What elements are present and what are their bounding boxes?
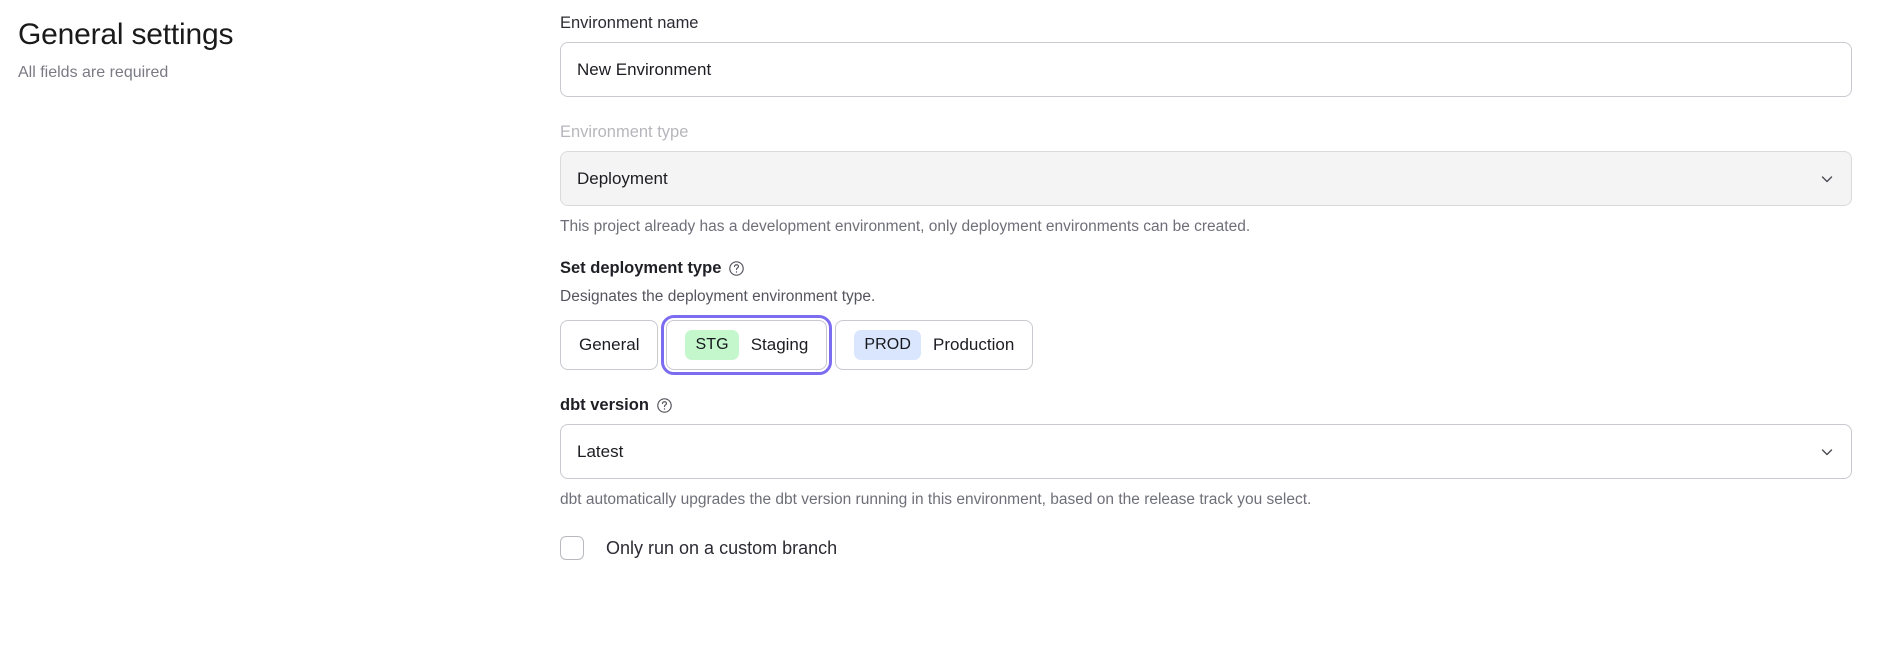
question-mark-circle-icon[interactable]: [728, 260, 745, 277]
chevron-down-icon: [1819, 444, 1835, 460]
environment-type-helper: This project already has a development e…: [560, 218, 1251, 235]
settings-header: General settings All fields are required: [18, 16, 518, 84]
deployment-type-description: Designates the deployment environment ty…: [560, 288, 876, 305]
page-title: General settings: [18, 18, 234, 51]
prod-badge: PROD: [854, 330, 921, 360]
settings-form: Environment name New Environment Environ…: [560, 12, 1852, 560]
environment-name-input[interactable]: New Environment: [560, 42, 1852, 97]
deployment-type-option-general-label: General: [579, 335, 640, 354]
deployment-type-options: General STG Staging PROD Production: [560, 315, 1852, 375]
field-deployment-type: Set deployment type Designates the deplo…: [560, 257, 1852, 375]
field-environment-type: Environment type Deployment This project…: [560, 121, 1852, 237]
environment-type-label: Environment type: [560, 123, 689, 141]
environment-name-value: New Environment: [577, 59, 712, 79]
stg-badge: STG: [685, 330, 739, 360]
page-subtitle: All fields are required: [18, 64, 169, 81]
dbt-version-label: dbt version: [560, 396, 649, 414]
chevron-down-icon: [1819, 171, 1835, 187]
deployment-type-label-row: Set deployment type: [560, 257, 1852, 279]
dbt-version-value: Latest: [577, 441, 624, 461]
deployment-type-option-production[interactable]: PROD Production: [835, 320, 1034, 370]
environment-type-value: Deployment: [577, 168, 668, 188]
field-environment-name: Environment name New Environment: [560, 12, 1852, 97]
custom-branch-row: Only run on a custom branch: [560, 536, 1852, 560]
dbt-version-select[interactable]: Latest: [560, 424, 1852, 479]
custom-branch-label: Only run on a custom branch: [606, 537, 838, 558]
deployment-type-option-general[interactable]: General: [560, 320, 659, 370]
environment-name-label: Environment name: [560, 14, 699, 32]
custom-branch-checkbox[interactable]: [560, 536, 584, 560]
deployment-type-option-staging[interactable]: STG Staging: [661, 315, 833, 375]
field-dbt-version: dbt version Latest dbt automatically upg…: [560, 394, 1852, 510]
deployment-type-option-staging-label: Staging: [750, 335, 809, 354]
dbt-version-label-row: dbt version: [560, 394, 1852, 416]
environment-type-select[interactable]: Deployment: [560, 151, 1852, 206]
dbt-version-helper: dbt automatically upgrades the dbt versi…: [560, 491, 1312, 508]
question-mark-circle-icon[interactable]: [656, 397, 673, 414]
deployment-type-label: Set deployment type: [560, 259, 722, 277]
deployment-type-option-production-label: Production: [933, 335, 1015, 354]
